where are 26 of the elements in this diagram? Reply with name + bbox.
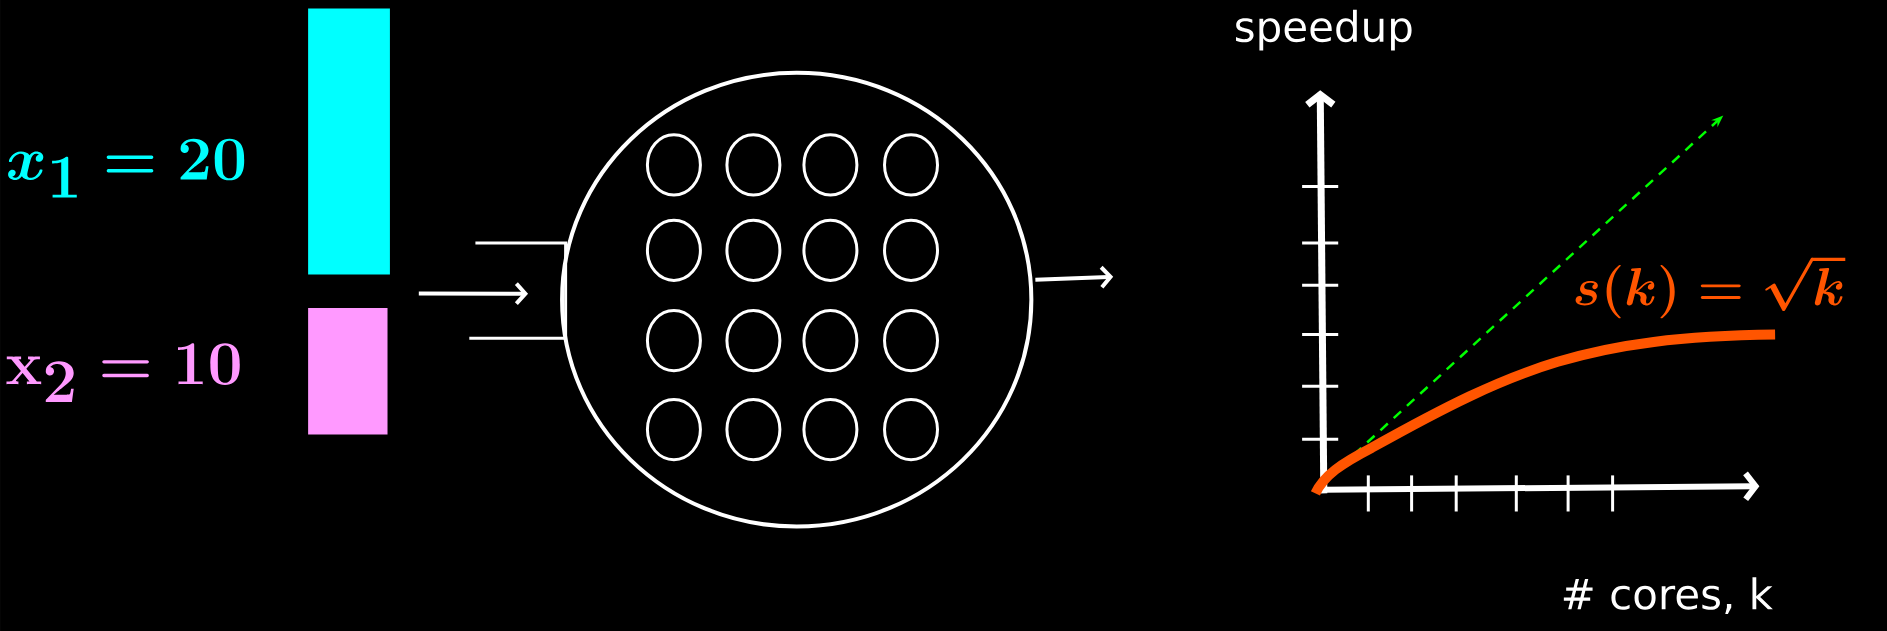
bar [308, 308, 388, 435]
circle [802, 398, 859, 462]
arrow [418, 282, 529, 305]
formula-label: $s(k) = \sqrt{k}$ [1575, 257, 1846, 319]
circle [802, 218, 859, 282]
circle [883, 309, 939, 373]
circle [802, 133, 859, 197]
formula-label: $x_1 = 20$ [8, 138, 245, 198]
axis-label: speedup [1236, 9, 1412, 51]
circle [645, 218, 702, 282]
axis-label: # cores, k [1563, 577, 1773, 615]
circle [725, 398, 782, 462]
circle [802, 309, 859, 373]
circle [725, 133, 782, 197]
circle [645, 398, 702, 462]
circle [883, 398, 939, 462]
circle [645, 309, 702, 373]
circle [645, 133, 702, 197]
circle [883, 218, 939, 282]
formula-label: $\mathbf{x}_2 = 10$ [6, 343, 240, 403]
circle [725, 309, 782, 373]
bar [308, 8, 390, 275]
arrow [1035, 265, 1114, 289]
processor-circle [560, 70, 1034, 529]
circle [883, 133, 939, 197]
circle [725, 218, 782, 282]
